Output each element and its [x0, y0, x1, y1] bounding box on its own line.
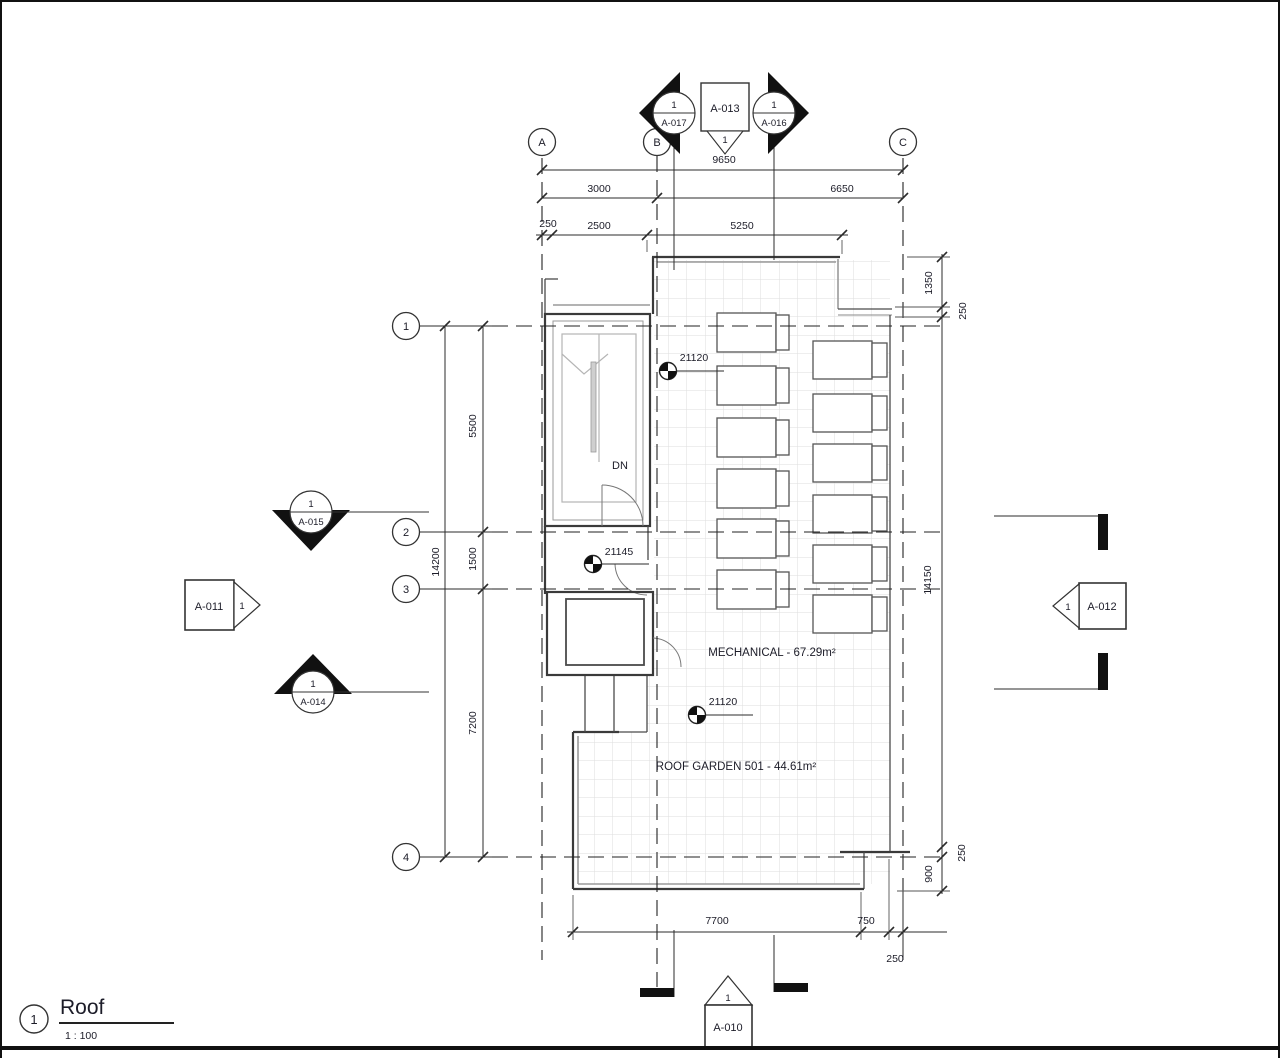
- svg-text:1: 1: [403, 321, 409, 333]
- spot-elevation-value: 21145: [605, 546, 634, 558]
- stair-dn-label: DN: [612, 460, 628, 472]
- dim-1350: 1350: [923, 271, 935, 295]
- hvac-unit: [812, 443, 888, 483]
- marker-sheet: A-016: [761, 118, 786, 129]
- svg-text:2: 2: [403, 527, 409, 539]
- section-marker-a014[interactable]: 1 A-014: [274, 654, 429, 714]
- callout-marker-a013[interactable]: A-013 1: [700, 82, 750, 155]
- spot-elevation-value: 21120: [680, 352, 709, 364]
- dimension-bottom: 7700 750 250: [567, 859, 947, 965]
- svg-text:A: A: [538, 137, 546, 149]
- spot-elevation-3: 21120: [687, 696, 753, 725]
- room-label-roof-garden: ROOF GARDEN 501 - 44.61m²: [656, 761, 817, 773]
- grid-bubble-1: 1: [391, 311, 421, 341]
- hvac-unit: [812, 393, 888, 433]
- dimension-left: 14200 5500 1500 7200: [430, 320, 489, 863]
- room-label-mechanical: MECHANICAL - 67.29m²: [708, 647, 836, 659]
- marker-sheet: A-010: [713, 1022, 742, 1034]
- dim-750: 750: [857, 915, 875, 927]
- dim-250-right-bottom: 250: [956, 844, 968, 862]
- marker-detail: 1: [771, 100, 776, 111]
- dim-5500: 5500: [467, 414, 479, 438]
- dim-5250: 5250: [730, 220, 754, 232]
- view-title-number: 1: [30, 1012, 37, 1027]
- hvac-unit: [716, 417, 790, 458]
- svg-text:C: C: [899, 137, 907, 149]
- grid-bubble-3: 3: [391, 574, 421, 604]
- hvac-unit: [716, 312, 790, 353]
- grid-bubbles: A B C 1 2 3 4: [391, 127, 918, 872]
- marker-detail: 1: [722, 135, 727, 146]
- dim-1500: 1500: [467, 547, 479, 571]
- hvac-unit: [716, 468, 790, 509]
- hvac-unit: [716, 518, 790, 559]
- hvac-unit: [812, 494, 888, 534]
- marker-sheet: A-011: [195, 601, 224, 613]
- grid-bubble-c: C: [888, 127, 918, 157]
- stair-tower: DN: [543, 278, 652, 528]
- marker-sheet: A-017: [661, 118, 686, 129]
- grid-bubble-4: 4: [391, 842, 421, 872]
- spot-elevation-1: 21120: [658, 352, 724, 381]
- grid-bubble-a: A: [527, 127, 557, 157]
- elevation-marker-a012[interactable]: A-012 1: [1052, 582, 1127, 630]
- section-marker-a016[interactable]: 1 A-016: [752, 72, 809, 154]
- dim-14200: 14200: [430, 547, 442, 576]
- view-title: 1 Roof 1 : 100: [19, 996, 174, 1042]
- hvac-units: [716, 312, 888, 634]
- hvac-unit: [716, 569, 790, 610]
- view-title-scale: 1 : 100: [65, 1030, 97, 1042]
- marker-detail: 1: [1065, 602, 1070, 613]
- svg-text:3: 3: [403, 584, 409, 596]
- marker-sheet: A-013: [710, 103, 739, 115]
- view-title-name: Roof: [60, 996, 105, 1019]
- dim-900: 900: [923, 865, 935, 883]
- marker-sheet: A-012: [1087, 601, 1116, 613]
- dim-250-right-top: 250: [957, 302, 969, 320]
- marker-detail: 1: [310, 679, 315, 690]
- marker-detail: 1: [671, 100, 676, 111]
- dim-3000: 3000: [587, 183, 611, 195]
- dim-overall-top: 9650: [712, 154, 736, 166]
- dim-6650: 6650: [830, 183, 854, 195]
- svg-text:B: B: [653, 137, 660, 149]
- dimension-right: 1350 250 14150 250 900: [895, 251, 969, 897]
- section-marker-a015[interactable]: 1 A-015: [272, 490, 429, 551]
- hvac-unit: [812, 544, 888, 584]
- hvac-unit: [812, 340, 888, 380]
- marker-detail: 1: [308, 499, 313, 510]
- roof-outline: [571, 255, 910, 891]
- spot-elevation-value: 21120: [709, 696, 738, 708]
- marker-sheet: A-015: [298, 517, 323, 528]
- section-lines: [640, 134, 808, 997]
- elevation-marker-a011[interactable]: A-011 1: [184, 579, 261, 631]
- marker-sheet: A-014: [300, 697, 325, 708]
- dim-2500: 2500: [587, 220, 611, 232]
- grid-lines: [419, 156, 942, 987]
- elevation-extents-right: [994, 514, 1108, 690]
- spot-elevation-2: 21145: [583, 546, 649, 574]
- dim-14150: 14150: [922, 565, 934, 594]
- elevation-marker-a010[interactable]: 1 A-010: [703, 975, 754, 1049]
- dim-7200: 7200: [467, 711, 479, 735]
- dimension-top: 9650 3000 6650 250 2500 5250: [536, 154, 909, 254]
- dim-250-bottom: 250: [886, 953, 904, 965]
- section-marker-a017[interactable]: 1 A-017: [639, 72, 696, 154]
- hvac-unit: [716, 365, 790, 406]
- svg-text:4: 4: [403, 852, 409, 864]
- sheet-border-bottom: [2, 1046, 1278, 1050]
- dim-250-top: 250: [539, 218, 557, 230]
- elevator-shaft: [543, 526, 682, 677]
- hvac-unit: [812, 594, 888, 634]
- marker-detail: 1: [725, 993, 730, 1004]
- marker-detail: 1: [239, 601, 244, 612]
- dim-7700: 7700: [705, 915, 729, 927]
- grid-bubble-2: 2: [391, 517, 421, 547]
